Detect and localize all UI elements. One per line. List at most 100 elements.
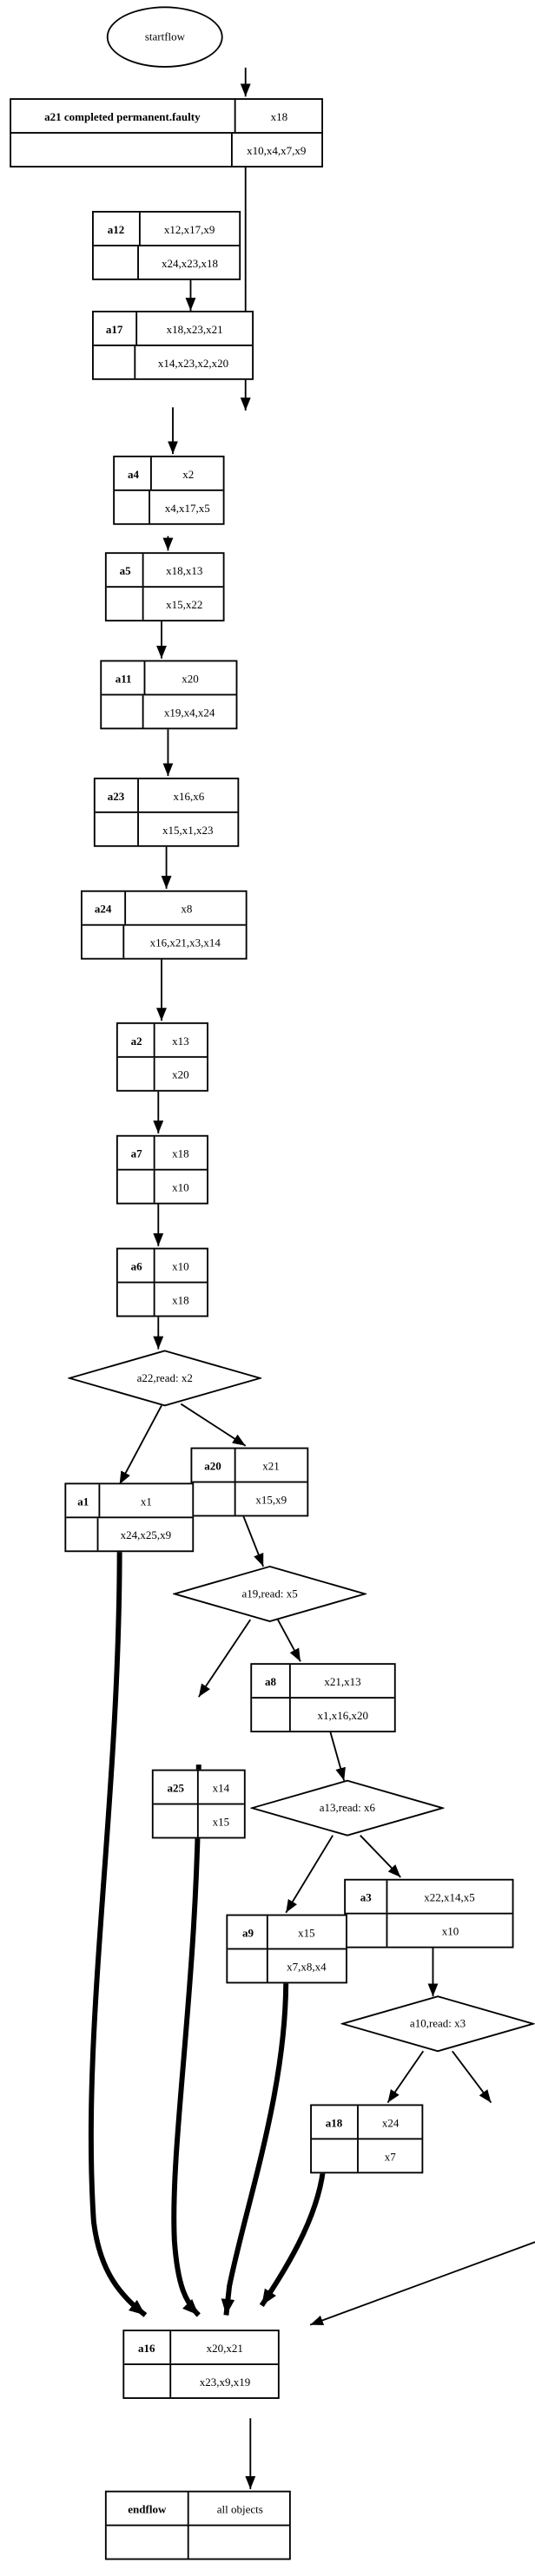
text-span: a4 (127, 466, 139, 480)
node-a3-id: a3 (346, 1880, 387, 1913)
text-span: x10,x4,x7,x9 (247, 143, 307, 157)
edge-a13-a3 (360, 1836, 401, 1877)
edge-a1-a16 (91, 1549, 146, 2316)
node-a9[interactable]: a9 x15 x7,x8,x4 (226, 1914, 347, 1984)
text-span: x16,x6 (173, 788, 204, 802)
diamond-shape-a10 (339, 1995, 535, 2053)
node-a7-blank (118, 1170, 155, 1203)
node-endflow-id: endflow (107, 2492, 189, 2525)
node-endflow-blank (107, 2526, 189, 2559)
node-a18-blank (312, 2139, 360, 2172)
node-a17-top: x18,x23,x21 (138, 312, 252, 345)
node-a6-blank (118, 1283, 155, 1316)
node-a5-id: a5 (107, 554, 145, 587)
text-span: x24,x23,x18 (161, 255, 218, 269)
text-span: x4,x17,x5 (163, 500, 209, 514)
node-a10[interactable]: a10,read: x3 (339, 1994, 535, 2053)
text-span: a7 (129, 1146, 142, 1160)
node-a4-blank (115, 490, 150, 523)
node-a17-id: a17 (94, 312, 138, 345)
node-endflow-bottom (189, 2526, 289, 2558)
node-a18-top: x24 (359, 2106, 421, 2138)
text-span: a20 (205, 1458, 222, 1472)
node-a17[interactable]: a17 x18,x23,x21 x14,x23,x2,x20 (92, 311, 254, 380)
edge-a25-a16 (174, 1764, 199, 2315)
node-a16-top: x20,x21 (172, 2331, 278, 2363)
node-a1[interactable]: a1 x1 x24,x25,x9 (64, 1482, 195, 1553)
text-span: x13 (172, 1033, 190, 1047)
node-a25-bottom: x15 (199, 1804, 244, 1837)
node-a8[interactable]: a8 x21,x13 x1,x16,x20 (250, 1663, 396, 1732)
node-a4[interactable]: a4 x2 x4,x17,x5 (113, 455, 225, 525)
node-a12-bottom: x24,x23,x18 (139, 246, 239, 279)
text-span: x7,x8,x4 (287, 1959, 327, 1973)
node-a19[interactable]: a19,read: x5 (171, 1565, 368, 1623)
text-span: x10 (172, 1258, 190, 1272)
node-a11[interactable]: a11 x20 x19,x4,x24 (100, 660, 238, 730)
node-a13[interactable]: a13,read: x6 (248, 1779, 446, 1837)
node-a9-bottom: x7,x8,x4 (268, 1949, 346, 1981)
node-a22[interactable]: a22,read: x2 (66, 1349, 263, 1407)
node-a23-top: x16,x6 (140, 779, 238, 812)
node-a2-top: x13 (155, 1024, 207, 1056)
text-span: x20,x21 (206, 2341, 244, 2355)
node-a11-blank (102, 695, 144, 728)
text-span: a12 (108, 221, 125, 235)
node-a17-blank (94, 345, 136, 378)
text-span: x10 (172, 1180, 190, 1193)
node-a6[interactable]: a6 x10 x18 (116, 1247, 208, 1318)
edge-a15-a16 (310, 2171, 535, 2325)
edge-a10-a18 (387, 2051, 423, 2102)
node-a5-blank (107, 588, 145, 621)
text-span: x15,x22 (165, 597, 202, 611)
node-a8-id: a8 (252, 1665, 292, 1698)
text-span: x15 (213, 1814, 230, 1828)
node-a23-id: a23 (96, 779, 140, 812)
node-endflow[interactable]: endflow all objects (104, 2490, 291, 2560)
node-a11-top: x20 (146, 661, 235, 693)
text-span: x21,x13 (324, 1674, 361, 1688)
node-a20[interactable]: a20 x21 x15,x9 (190, 1447, 309, 1517)
text-span: x15,x9 (255, 1492, 287, 1506)
node-a11-bottom: x19,x4,x24 (144, 695, 236, 727)
text-span: x1 (141, 1494, 153, 1508)
node-a12-top: x12,x17,x9 (141, 213, 239, 245)
text-span: a17 (106, 321, 124, 335)
node-a23-bottom: x15,x1,x23 (140, 813, 238, 845)
node-a12-blank (94, 246, 139, 279)
node-a5[interactable]: a5 x18,x13 x15,x22 (104, 552, 225, 622)
node-a21[interactable]: a21 completed permanent.faulty x18 x10,x… (10, 98, 323, 168)
node-a6-bottom: x18 (155, 1283, 207, 1315)
diamond-shape-a22 (66, 1350, 263, 1407)
node-a10-label: a10,read: x3 (386, 2008, 490, 2040)
node-a7[interactable]: a7 x18 x10 (116, 1134, 208, 1205)
node-startflow[interactable]: startflow (106, 6, 223, 68)
node-a24[interactable]: a24 x8 x16,x21,x3,x14 (81, 890, 248, 960)
node-a2-bottom: x20 (155, 1058, 207, 1090)
node-a6-id: a6 (118, 1249, 155, 1282)
text-span: a18 (326, 2115, 343, 2129)
node-a3[interactable]: a3 x22,x14,x5 x10 (344, 1878, 514, 1948)
node-a18[interactable]: a18 x24 x7 (310, 2104, 424, 2174)
node-a25[interactable]: a25 x14 x15 (151, 1769, 246, 1839)
text-span: x12,x17,x9 (164, 221, 216, 235)
node-a9-id: a9 (228, 1916, 269, 1948)
text-span: x15,x1,x23 (162, 822, 215, 836)
node-a23[interactable]: a23 x16,x6 x15,x1,x23 (93, 777, 240, 847)
node-a9-top: x15 (268, 1916, 346, 1948)
node-a2-blank (118, 1057, 155, 1090)
node-a21-blank (11, 133, 233, 167)
text-span: x21 (262, 1458, 281, 1472)
text-span: x23,x9,x19 (199, 2375, 251, 2389)
node-a2[interactable]: a2 x13 x20 (116, 1022, 208, 1092)
text-span: a10,read: x3 (409, 2016, 466, 2030)
node-a2-id: a2 (118, 1023, 155, 1056)
text-span: x14,x23,x2,x20 (158, 355, 229, 369)
text-span: all objects (215, 2501, 262, 2515)
node-a12[interactable]: a12 x12,x17,x9 x24,x23,x18 (92, 211, 241, 280)
node-a8-bottom: x1,x16,x20 (292, 1699, 394, 1731)
text-span: x18,x23,x21 (167, 321, 224, 335)
node-a16[interactable]: a16 x20,x21 x23,x9,x19 (122, 2330, 280, 2399)
